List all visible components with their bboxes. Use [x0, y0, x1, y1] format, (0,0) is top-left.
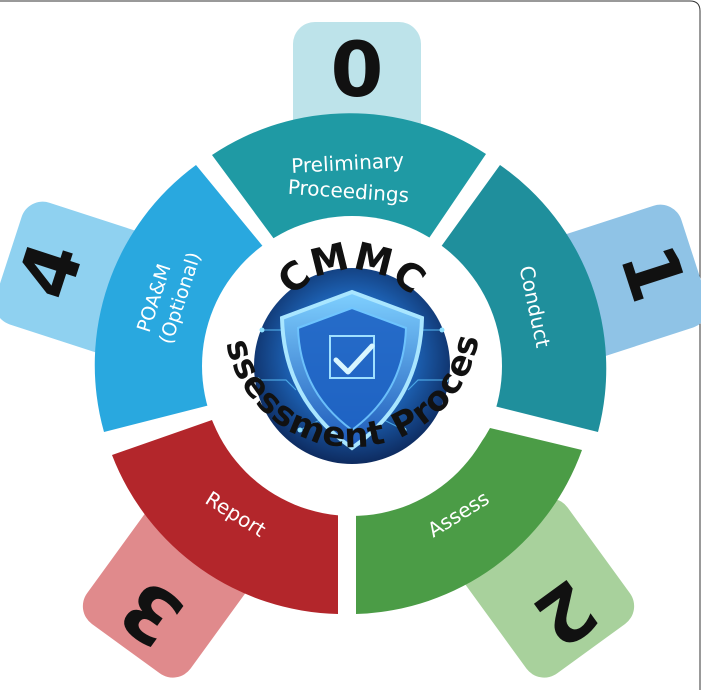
segment-assess[interactable] [356, 428, 582, 614]
segment-report[interactable] [112, 420, 338, 614]
segment-preliminary-proceedings[interactable] [212, 113, 486, 248]
shield-check-icon [254, 268, 450, 464]
label-preliminary: Preliminary [291, 148, 405, 178]
segment-poam[interactable] [94, 165, 270, 432]
segment-conduct[interactable] [435, 165, 607, 432]
ring-segments [94, 113, 607, 614]
corner-border [689, 0, 701, 690]
tab-phase-0-number: 0 [331, 25, 384, 114]
